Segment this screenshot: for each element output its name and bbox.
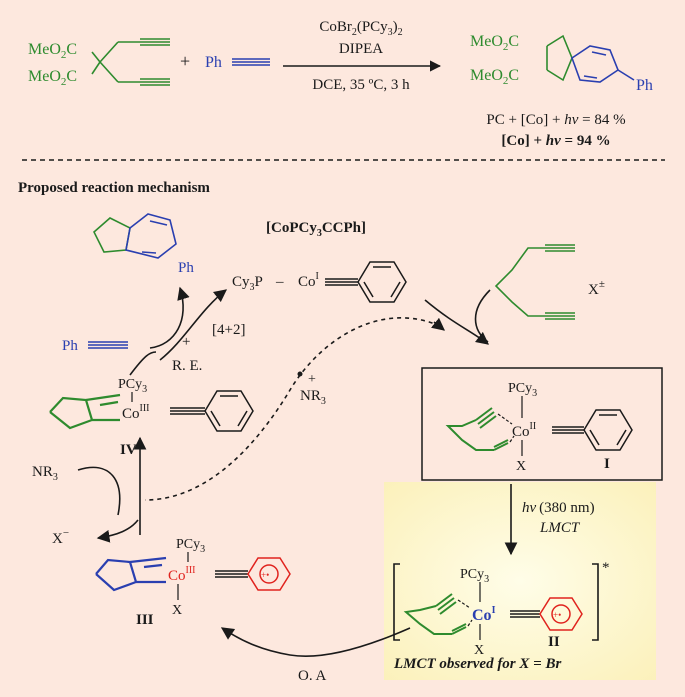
radical-cation-plus: + — [308, 372, 316, 387]
complex-iii-x: X — [172, 603, 182, 618]
complex-ii-ring-charge: +• — [553, 610, 561, 620]
complex-ii-pcy3: PCy3 — [460, 567, 489, 585]
complex-i-acetylide — [552, 426, 584, 434]
bracket-right — [592, 563, 599, 641]
reaction-scheme: MeO2C MeO2C + Ph CoBr2(PCy3)2 DIPEA DCE,… — [28, 19, 653, 149]
amine-nr3: NR3 — [32, 464, 58, 483]
complex-iv-cobaltacycle — [49, 393, 121, 430]
top-phenyl-ring — [357, 261, 407, 303]
complex-iv-phenyl — [204, 390, 254, 432]
halide-release-arrow — [96, 519, 139, 543]
oxidative-addition-label: O. A — [298, 668, 327, 684]
heptadiyne — [494, 244, 575, 320]
lmct-footnote: LMCT observed for X = Br — [393, 656, 561, 672]
complex-i-pcy3: PCy3 — [508, 381, 537, 399]
complex-i-phenyl — [583, 409, 633, 451]
cy3p-ligand: Cy3P — [232, 274, 263, 293]
complex-iv-label: IV — [120, 442, 137, 458]
oxidative-addition-arrow — [220, 627, 411, 658]
complex-ii-label: II — [548, 634, 560, 650]
cobalt-i-top: CoI — [298, 271, 319, 290]
radical-dot — [297, 371, 303, 377]
complex-iii-cobaltacycle — [95, 556, 167, 592]
ligand-dash: – — [275, 274, 284, 290]
complex-ii-cobalt: CoI — [472, 605, 496, 624]
complex-i-label: I — [604, 456, 610, 472]
electron-transfer-arrowhead — [431, 317, 445, 331]
complex-ii-pi-bond-top — [457, 599, 471, 609]
complex-iii-cobalt: CoIII — [168, 565, 196, 584]
complex-iii-label: III — [136, 612, 154, 628]
complex-ii-pi-bond-bottom — [467, 619, 473, 627]
complex-iii-pcy3: PCy3 — [176, 537, 205, 555]
mechanism-heading: Proposed reaction mechanism — [18, 180, 210, 196]
product-ester-bottom: MeO2C — [470, 67, 519, 87]
step-plus: + — [182, 334, 190, 350]
bracket-left — [393, 563, 400, 641]
mechanism-product-ph: Ph — [178, 260, 194, 276]
phenylacetylene-triple-bond — [232, 58, 270, 66]
electron-transfer-path — [144, 317, 441, 501]
complex-i-box — [421, 367, 663, 481]
cobalt-complex-label: [CoPCy3CCPh] — [266, 220, 366, 239]
complex-iii-ring-charge: +• — [261, 570, 269, 580]
base-label: DIPEA — [339, 41, 383, 57]
diyne-entry-arrow — [474, 289, 491, 343]
mechanism-product-indane — [93, 213, 177, 259]
substrate-diyne — [91, 38, 170, 86]
excited-state-panel — [384, 482, 656, 680]
complex-ii-acetylide — [510, 610, 540, 618]
yield-with-pc: PC + [Co] + hν = 84 % — [486, 112, 625, 128]
lmct-step-label: LMCT — [539, 520, 581, 536]
substrate-ester-bottom: MeO2C — [28, 68, 77, 88]
complex-i-pi-bond-top — [497, 413, 513, 425]
complex-ii-diyne — [403, 593, 467, 635]
complex-to-i-arrow — [424, 299, 490, 345]
amine-entry-arrow — [77, 466, 121, 516]
complex-iv-acetylide — [170, 407, 205, 415]
complex-i-cobalt: CoII — [512, 421, 536, 440]
re-arrow-to-product — [149, 286, 190, 349]
radical-cation-nr3: NR3 — [300, 388, 326, 407]
complex-iii-acetylide — [215, 570, 248, 578]
catalyst-label: CoBr2(PCy3)2 — [319, 19, 402, 38]
product-ester-top: MeO2C — [470, 33, 519, 53]
complex-iii-radical-phenyl — [247, 557, 291, 591]
cycloaddition-label: [4+2] — [212, 322, 245, 338]
phenylacetylene-ph: Ph — [205, 54, 222, 71]
complex-ii-x: X — [474, 643, 484, 658]
complex-ii-radical-phenyl — [539, 597, 583, 631]
yield-without-pc: [Co] + hν = 94 % — [501, 133, 610, 149]
complex-iv-pcy3: PCy3 — [118, 377, 147, 395]
product-indane — [546, 34, 635, 83]
complex-i-x: X — [516, 459, 526, 474]
iv-to-re-arrow — [129, 351, 157, 376]
halide-anion: X− — [52, 527, 69, 547]
mechanism-alkyne-ph: Ph — [62, 338, 78, 354]
excited-state-star: * — [602, 560, 610, 576]
complex-i-diyne — [445, 407, 509, 451]
product-ph: Ph — [636, 77, 653, 94]
conditions-label: DCE, 35 ºC, 3 h — [312, 77, 410, 93]
reductive-elimination-label: R. E. — [172, 358, 202, 374]
complex-i-pi-bond-bottom — [509, 435, 515, 443]
counterion: X± — [588, 278, 605, 298]
mechanism-alkyne-bond — [88, 341, 128, 349]
hv-label: hν(380 nm) — [522, 500, 595, 516]
complex-iv-cobalt: CoIII — [122, 403, 150, 422]
top-acetylide — [325, 278, 358, 286]
substrate-ester-top: MeO2C — [28, 41, 77, 61]
plus-sign: + — [180, 51, 190, 71]
re-arrow-to-complex — [159, 289, 228, 361]
